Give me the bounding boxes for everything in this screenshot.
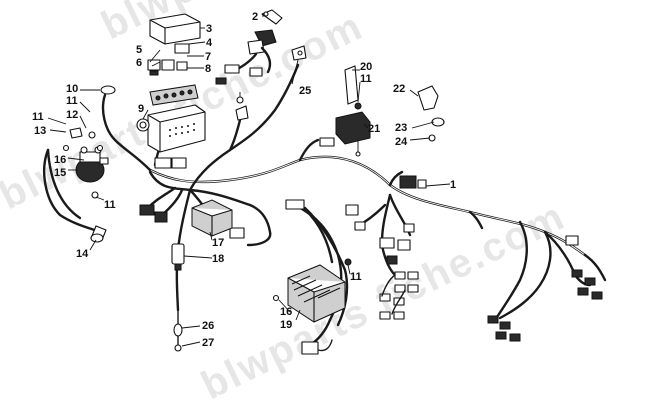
callout-22: 22 (393, 83, 405, 95)
grommet-ring (136, 118, 150, 132)
callout-11-b: 11 (32, 111, 44, 123)
harness-connectors-left (139, 157, 245, 239)
callout-11-d: 11 (360, 73, 372, 85)
ground-cable (235, 45, 307, 121)
elbow-fitting (417, 85, 445, 142)
terminal-bolts (62, 127, 104, 152)
callout-27: 27 (202, 337, 214, 349)
battery-cable-end (90, 225, 107, 243)
connector-pair (215, 64, 263, 85)
callout-12: 12 (66, 109, 78, 121)
callout-11-c: 11 (104, 199, 116, 211)
callout-24: 24 (395, 136, 408, 148)
callout-16-a: 16 (54, 154, 66, 166)
callout-23: 23 (395, 122, 407, 134)
callout-11-a: 11 (66, 95, 78, 107)
callout-6: 6 (136, 57, 142, 69)
callout-20: 20 (360, 61, 372, 73)
callout-18: 18 (212, 253, 224, 265)
voltage-regulator (287, 264, 346, 323)
callout-3: 3 (206, 23, 212, 35)
screw (236, 92, 244, 104)
fuse-panel (149, 84, 199, 106)
relay-small (161, 59, 188, 71)
regulator-connector (301, 339, 333, 355)
callout-5: 5 (136, 44, 142, 56)
callout-21: 21 (368, 123, 380, 135)
relay (147, 59, 161, 76)
callout-labels: 1 2 3 4 5 6 7 8 9 10 11 11 11 11 11 12 1… (32, 11, 456, 349)
callout-8: 8 (205, 63, 211, 75)
callout-14: 14 (76, 248, 89, 260)
callout-10: 10 (66, 83, 78, 95)
fuse-box-cover (149, 13, 201, 45)
callout-2: 2 (252, 11, 258, 23)
inline-fuse-holder (171, 243, 185, 271)
nut (91, 191, 99, 199)
leader-lines (47, 15, 451, 347)
callout-15: 15 (54, 167, 66, 179)
callout-11-e: 11 (350, 271, 362, 283)
callout-26: 26 (202, 320, 214, 332)
callout-13: 13 (34, 125, 46, 137)
ground-wire-end (173, 323, 183, 352)
harness-connectors-center (345, 204, 415, 265)
starter-solenoid (75, 146, 109, 183)
module-nut (354, 102, 362, 110)
callout-9: 9 (138, 103, 144, 115)
regulator-harness-plug (285, 199, 305, 210)
callout-17: 17 (212, 237, 224, 249)
cdi-module (191, 199, 233, 237)
headlight-connectors (487, 235, 603, 342)
callout-1: 1 (450, 179, 456, 191)
harness-plug-top (319, 137, 427, 189)
regulator-screw (272, 294, 280, 302)
cable-end (100, 85, 116, 95)
callout-25: 25 (299, 85, 311, 97)
fuse (174, 43, 190, 54)
callout-4: 4 (206, 37, 213, 49)
connector-cluster (379, 271, 419, 320)
fuse-block (147, 104, 206, 153)
callout-7: 7 (205, 51, 211, 63)
callout-16-b: 16 (280, 306, 292, 318)
ignition-key (261, 9, 283, 25)
callout-19: 19 (280, 319, 292, 331)
regulator-nut (344, 258, 352, 266)
